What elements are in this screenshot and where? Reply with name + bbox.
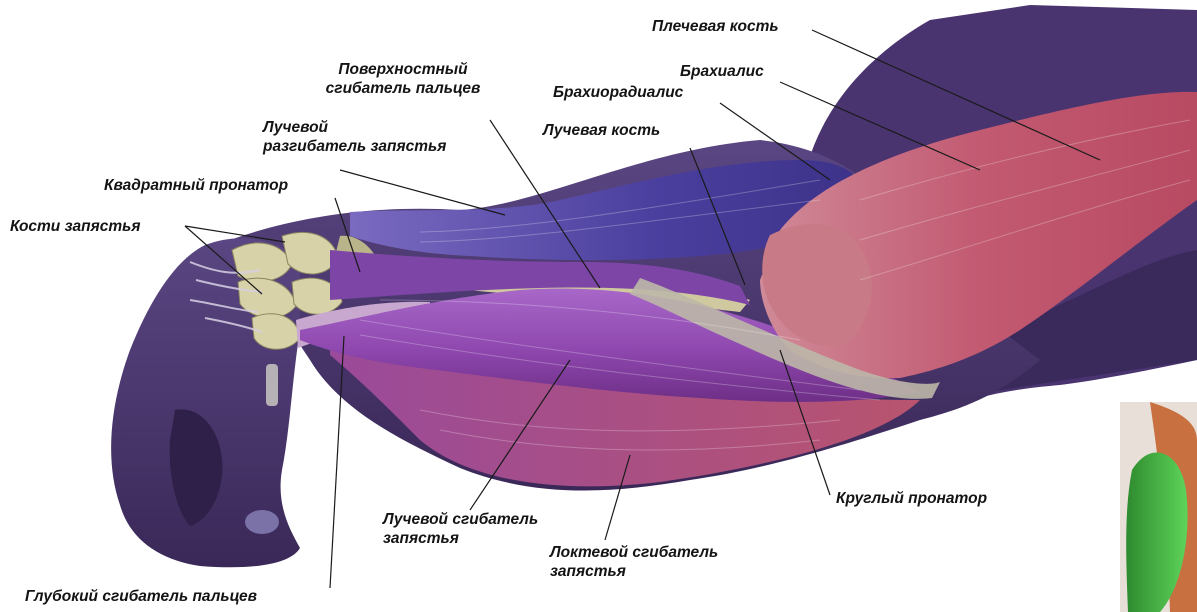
label-fcr-line2: запястья <box>383 529 538 548</box>
label-ecr-line2: разгибатель запястья <box>253 137 493 156</box>
label-fds-line1: Поверхностный <box>298 60 508 79</box>
label-humerus: Плечевая кость <box>652 17 779 36</box>
label-fcu-line1: Локтевой сгибатель <box>550 543 718 562</box>
label-pronator-quadratus: Квадратный пронатор <box>104 176 288 195</box>
fingernail <box>245 510 279 534</box>
label-brachioradialis: Брахиорадиалис <box>553 83 683 102</box>
label-flexor-digitorum-superficialis: Поверхностный сгибатель пальцев <box>298 60 508 98</box>
label-radius: Лучевая кость <box>543 121 660 140</box>
label-flexor-carpi-radialis: Лучевой сгибатель запястья <box>383 510 538 548</box>
label-flexor-carpi-ulnaris: Локтевой сгибатель запястья <box>550 543 718 581</box>
label-fcr-line1: Лучевой сгибатель <box>383 510 538 529</box>
wrist-ring <box>266 364 278 406</box>
label-extensor-carpi-radialis: Лучевой разгибатель запястья <box>253 118 493 156</box>
label-fcu-line2: запястья <box>550 562 718 581</box>
label-ecr-line1: Лучевой <box>253 118 493 137</box>
label-brachialis: Брахиалис <box>680 62 764 81</box>
label-fds-line2: сгибатель пальцев <box>298 79 508 98</box>
label-flexor-digitorum-profundus: Глубокий сгибатель пальцев <box>25 587 257 606</box>
label-carpal-bones: Кости запястья <box>10 217 140 236</box>
label-pronator-teres: Круглый пронатор <box>836 489 987 508</box>
